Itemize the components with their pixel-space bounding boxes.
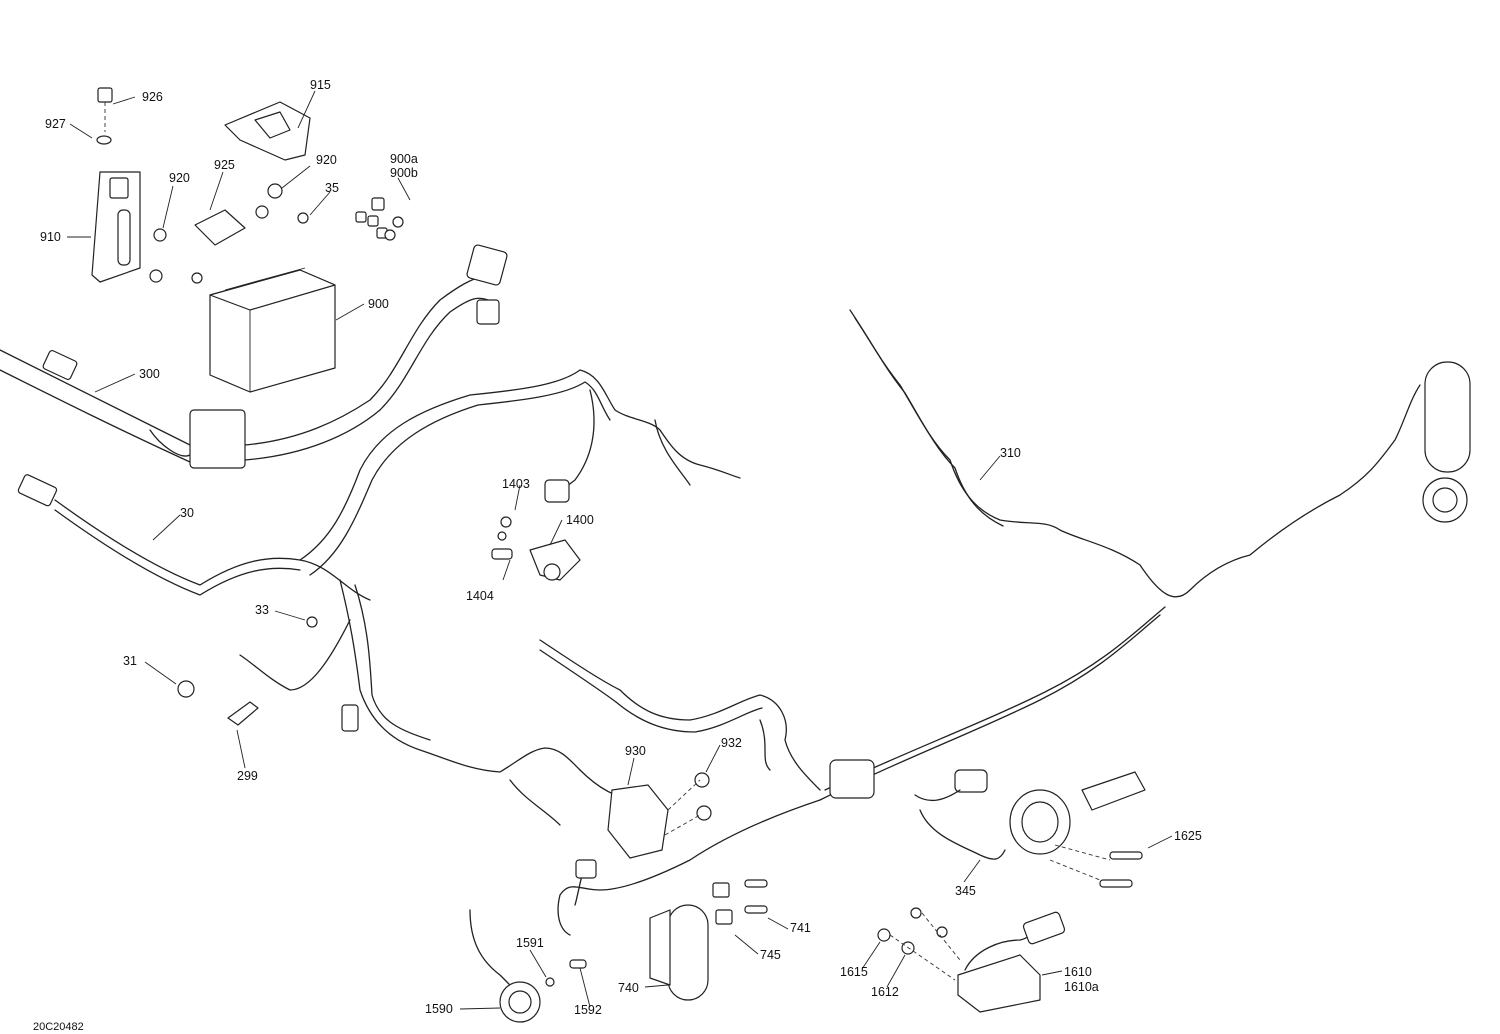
- callout-30: 30: [180, 506, 194, 520]
- small-connector: [575, 859, 597, 879]
- ground-parts: [177, 616, 318, 726]
- callout-1400: 1400: [566, 513, 594, 527]
- battery: [209, 267, 336, 393]
- callout-740: 740: [618, 981, 639, 995]
- light-assembly-1610: [877, 907, 1066, 1013]
- harness-junction: [829, 759, 875, 799]
- callout-1610: 1610: [1064, 965, 1092, 979]
- callout-920-left: 920: [169, 171, 190, 185]
- harness-connector-top: [466, 244, 508, 286]
- harness-30: [17, 474, 371, 601]
- callout-920: 920: [316, 153, 337, 167]
- callout-299: 299: [237, 769, 258, 783]
- terminal-hardware-900ab: [355, 197, 404, 241]
- callout-741: 741: [790, 921, 811, 935]
- callout-745: 745: [760, 948, 781, 962]
- callouts: 926 927 915 920 920 925 900a 900b 35 910…: [33, 78, 1202, 1033]
- callout-930: 930: [625, 744, 646, 758]
- callout-33: 33: [255, 603, 269, 617]
- main-harness-battery-branch: [189, 244, 508, 469]
- callout-1625: 1625: [1174, 829, 1202, 843]
- callout-915: 915: [310, 78, 331, 92]
- callout-925: 925: [214, 158, 235, 172]
- harness-310: [849, 309, 1471, 598]
- callout-35: 35: [325, 181, 339, 195]
- callout-1404: 1404: [466, 589, 494, 603]
- callout-900b: 900b: [390, 166, 418, 180]
- sensor-1400: [491, 516, 581, 581]
- callout-31: 31: [123, 654, 137, 668]
- harness-connector-block: [189, 409, 246, 469]
- light-assembly-345: [914, 769, 1146, 888]
- drawing-reference: 20C20482: [33, 1021, 84, 1033]
- callout-300: 300: [139, 367, 160, 381]
- callout-900a: 900a: [390, 152, 418, 166]
- module-930: [607, 772, 712, 859]
- battery-bracket: [91, 171, 141, 283]
- callout-1610a: 1610a: [1064, 980, 1099, 994]
- fasteners-top: [96, 87, 309, 284]
- battery-cover-915: [224, 101, 311, 161]
- callout-910: 910: [40, 230, 61, 244]
- callout-1591: 1591: [516, 936, 544, 950]
- callout-1403: 1403: [502, 477, 530, 491]
- long-rear-harness: [557, 606, 1166, 936]
- harness-300: [0, 349, 191, 463]
- terminal-925: [194, 205, 269, 246]
- callout-927: 927: [45, 117, 66, 131]
- harness-connector-small: [476, 299, 500, 325]
- callout-926: 926: [142, 90, 163, 104]
- callout-1592: 1592: [574, 1003, 602, 1017]
- callout-932: 932: [721, 736, 742, 750]
- sensor-plug: [544, 479, 570, 503]
- connector-1590: [469, 909, 587, 1023]
- callout-1590: 1590: [425, 1002, 453, 1016]
- front-harness-branch: [539, 639, 821, 791]
- callout-1612: 1612: [871, 985, 899, 999]
- leader-lines: [67, 90, 1173, 1010]
- tail-light-740: [649, 879, 768, 1001]
- callout-1615: 1615: [840, 965, 868, 979]
- ground-stud: [341, 704, 359, 732]
- callout-900: 900: [368, 297, 389, 311]
- callout-345: 345: [955, 884, 976, 898]
- callout-310: 310: [1000, 446, 1021, 460]
- tail-light-right: [1424, 361, 1471, 473]
- main-harness: [239, 369, 741, 826]
